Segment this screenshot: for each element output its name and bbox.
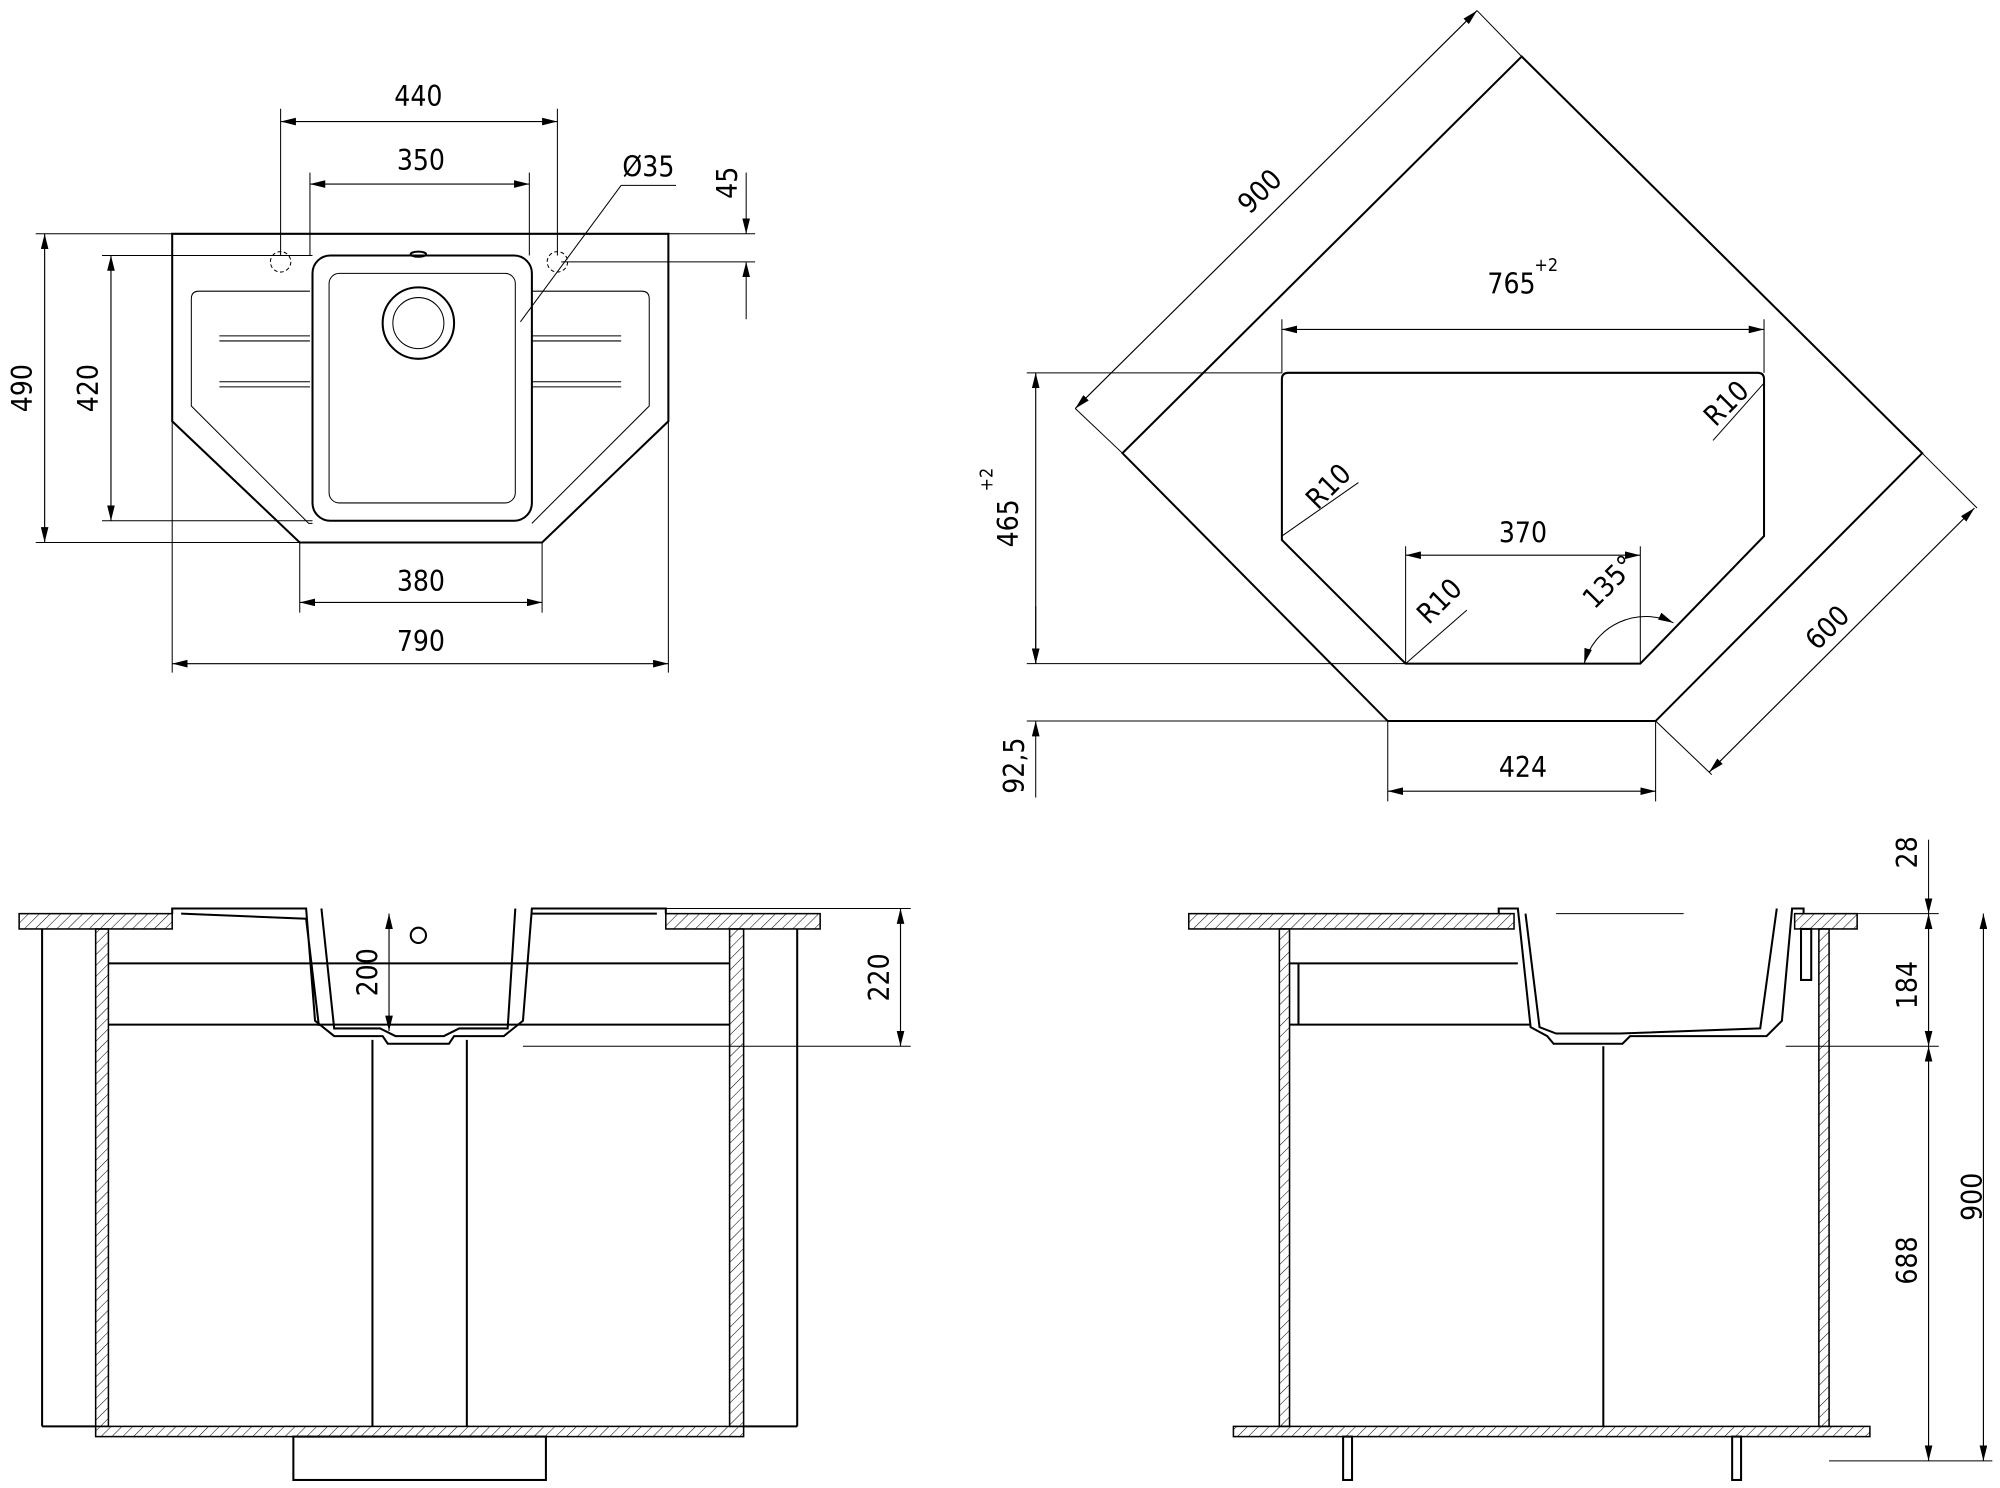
- dim-45: 45: [711, 167, 744, 199]
- dim-diameter-35: Ø35: [622, 150, 674, 183]
- dim-440: 440: [394, 80, 442, 113]
- toe-kick: [292, 1435, 547, 1481]
- dim-350: 350: [397, 144, 445, 177]
- radius-r10-top-right: R10: [1697, 374, 1755, 432]
- angle-135: 135°: [1576, 549, 1642, 615]
- dim-370: 370: [1499, 516, 1547, 549]
- plan-view: 440 350 Ø35 45 490 420 380 790: [6, 80, 756, 673]
- dim-200: 200: [352, 948, 385, 996]
- bowl: [311, 254, 533, 522]
- dim-765-tolerance: +2: [1534, 255, 1558, 276]
- dim-688: 688: [1891, 1237, 1924, 1285]
- side-section: 28 184 688 900: [1188, 836, 1993, 1481]
- dim-465-tolerance: +2: [976, 468, 997, 492]
- dim-184: 184: [1891, 961, 1924, 1009]
- drain-icon: [381, 286, 456, 360]
- right-drainboard: [531, 290, 650, 524]
- dim-92-5: 92,5: [998, 738, 1031, 794]
- dim-600: 600: [1799, 599, 1856, 656]
- dim-465: 465: [992, 499, 1025, 547]
- dim-765: 765: [1487, 268, 1535, 301]
- radius-r10-bottom-left: R10: [1410, 572, 1468, 630]
- dim-28: 28: [1891, 836, 1924, 868]
- dim-424: 424: [1499, 751, 1547, 784]
- dim-420: 420: [72, 364, 105, 412]
- corner-view: 900 765 +2 465 +2 R10 R10 R10 370 135° 6…: [976, 10, 1978, 802]
- dim-790: 790: [397, 625, 445, 658]
- corner-outline: [1121, 55, 1924, 723]
- dim-900-diagonal: 900: [1231, 163, 1288, 220]
- left-drainboard: [190, 290, 313, 524]
- dim-380: 380: [397, 565, 445, 598]
- side-bowl-profile: [1497, 907, 1805, 1045]
- radius-r10-left: R10: [1299, 457, 1357, 515]
- dim-490: 490: [6, 364, 39, 412]
- dim-220: 220: [863, 953, 896, 1001]
- front-section: 200 220: [18, 907, 911, 1481]
- dim-900-height: 900: [1956, 1173, 1989, 1221]
- countertop-left: [18, 912, 173, 930]
- sink-outline: [171, 232, 670, 544]
- bowl-profile: [171, 907, 667, 1045]
